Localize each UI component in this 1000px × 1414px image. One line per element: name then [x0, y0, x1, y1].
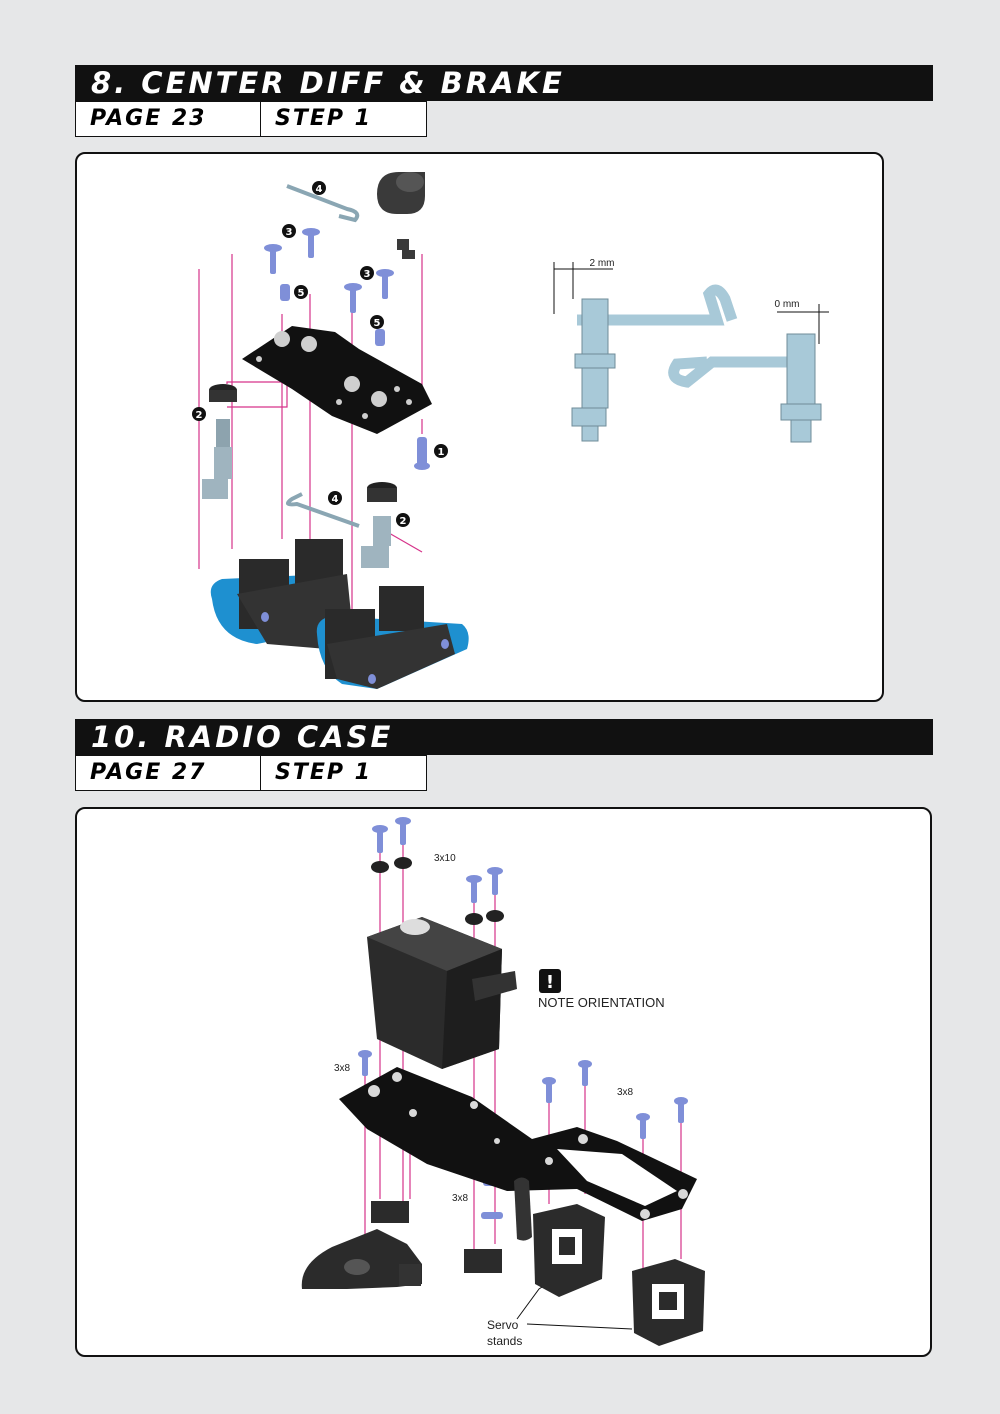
- servo-stand-right: [632, 1259, 705, 1346]
- callout-3-right: 3: [364, 269, 371, 280]
- screw-size-3x8-d: 3x8: [452, 1193, 469, 1204]
- callout-2-right: 2: [400, 516, 407, 527]
- servo: [367, 917, 517, 1069]
- callout-2-left: 2: [196, 410, 203, 421]
- note-orientation-text: NOTE ORIENTATION: [538, 995, 665, 1010]
- radio-plate: [339, 1067, 697, 1221]
- radio-case-diagram: 3x10 3x8 3x8 3x8 3x8 ! NOTE ORIENTATION: [301, 817, 705, 1348]
- screw-size-3x8-a: 3x8: [334, 1063, 351, 1074]
- page-ref: PAGE 23: [75, 101, 261, 137]
- brake-post-left: [202, 384, 237, 499]
- servo-saver-mount: [301, 1229, 422, 1289]
- callout-5-left: 5: [298, 288, 305, 299]
- section-title-center-diff: 8. CENTER DIFF & BRAKE: [75, 65, 933, 101]
- section2-subheader: PAGE 27 STEP 1: [75, 755, 427, 791]
- screw-size-3x8-c: 3x8: [617, 1087, 634, 1098]
- servo-stand-leader-right: [526, 1323, 633, 1330]
- step-ref: STEP 1: [261, 101, 427, 137]
- gap-label-2mm: 2 mm: [590, 258, 615, 269]
- screws-group-1: [264, 228, 430, 470]
- diagram-panel-radio-case: 3x10 3x8 3x8 3x8 3x8 ! NOTE ORIENTATION: [75, 807, 932, 1357]
- step-ref: STEP 1: [261, 755, 427, 791]
- gap-label-0mm: 0 mm: [775, 299, 800, 310]
- servo-stand-block-b: [464, 1249, 502, 1273]
- center-diff-diagram: 4 3 5 3 5 1: [192, 172, 829, 689]
- servo-stand-leader-left: [516, 1286, 543, 1320]
- callout-4-mid: 4: [332, 494, 339, 505]
- link-rod-mid: [286, 492, 360, 528]
- callout-3-left: 3: [286, 227, 293, 238]
- callout-1: 1: [438, 447, 445, 458]
- callout-4-top: [312, 181, 326, 195]
- servo-stand-block-a: [371, 1201, 409, 1223]
- note-warning-icon: [539, 969, 561, 993]
- servo-stand-left: [533, 1204, 605, 1297]
- servo-stands-label-line2: stands: [487, 1334, 522, 1348]
- mounting-plate: [242, 326, 432, 434]
- callout-5-right: 5: [374, 318, 381, 329]
- link-rod-top: [286, 184, 360, 223]
- note-warning-mark: !: [546, 972, 554, 993]
- servo-stands-label-line1: Servo: [487, 1318, 519, 1332]
- center-diff-bulkhead: [210, 539, 469, 689]
- brake-post-right: [361, 482, 397, 568]
- brake-cam: [377, 172, 425, 259]
- diagram-panel-center-diff: 4 3 5 3 5 1: [75, 152, 884, 702]
- section-title-radio-case: 10. RADIO CASE: [75, 719, 933, 755]
- page-ref: PAGE 27: [75, 755, 261, 791]
- screw-size-3x10: 3x10: [434, 853, 456, 864]
- callout-4-top-label: 4: [316, 184, 323, 195]
- linkage-gap-detail: 2 mm 0 mm: [553, 258, 829, 443]
- washers: [371, 857, 504, 925]
- servo-arm: [514, 1177, 532, 1241]
- section1-subheader: PAGE 23 STEP 1: [75, 101, 427, 137]
